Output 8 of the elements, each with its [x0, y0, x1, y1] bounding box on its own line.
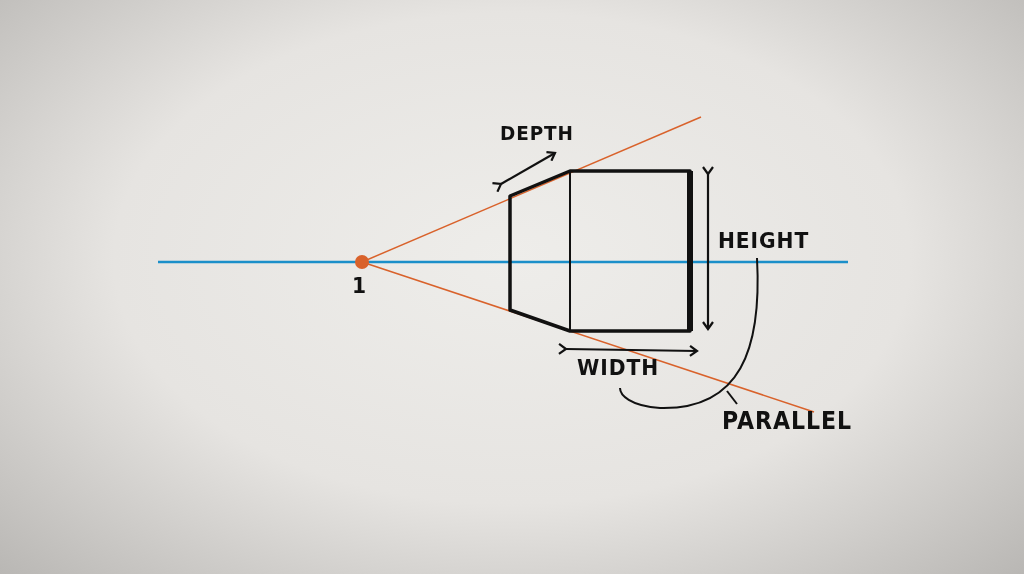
dimension-label: HEIGHT [718, 230, 810, 252]
leader-line [726, 390, 738, 405]
dimension-label: WIDTH [577, 357, 659, 379]
point-number: 1 [352, 275, 367, 297]
dimension-label: DEPTH [500, 123, 574, 143]
vanishing-point [355, 255, 369, 269]
curved-connector [619, 257, 759, 409]
dimension-label: PARALLEL [722, 409, 852, 433]
